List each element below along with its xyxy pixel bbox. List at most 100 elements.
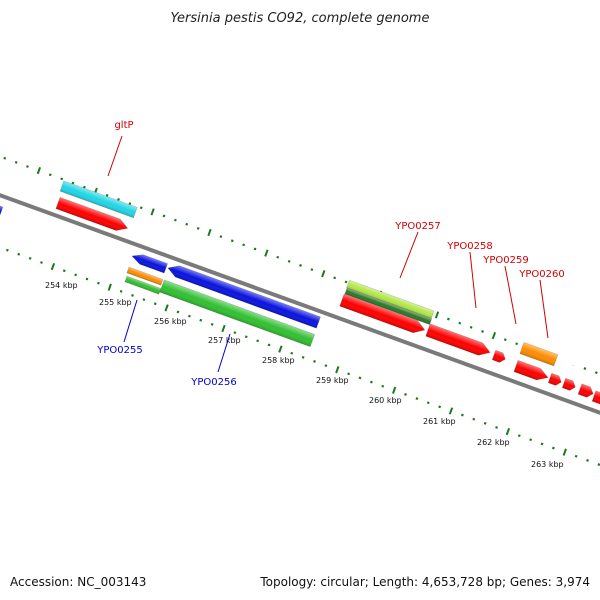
feature-ypo0257-dkgreen[interactable] [344,287,433,325]
inner-tick [256,339,260,343]
tick-label: 260 kbp [369,396,402,405]
inner-tick [392,386,397,394]
outer-tick [26,165,29,168]
callout-line [539,279,549,339]
inner-tick [335,366,340,374]
outer-tick [491,331,497,340]
outer-tick [583,367,587,370]
feature-gltp-cyan[interactable] [59,180,138,219]
outer-tick [434,311,440,319]
inner-tick [460,413,464,417]
feature-ypo0256-green[interactable] [159,279,316,348]
inner-tick [267,343,271,347]
outer-tick [299,264,302,267]
tick-label: 261 kbp [423,417,456,426]
feature-ypo0257-red[interactable] [339,293,427,336]
outer-tick [515,342,519,346]
inner-tick [415,397,419,400]
inner-tick [278,345,283,353]
inner-tick [244,335,248,339]
inner-tick [529,438,533,442]
feature-ypo0260-orange[interactable] [519,341,559,367]
inner-tick [505,427,511,436]
feature-gltp-red[interactable] [55,196,130,234]
outer-tick [344,280,348,284]
callout-line [107,135,123,177]
feature-right2-red[interactable] [591,390,600,406]
inner-tick [438,405,442,409]
callout-line [504,265,517,325]
inner-tick [290,351,294,355]
tick-label: 254 kbp [45,281,78,290]
inner-tick [50,262,56,271]
inner-tick [40,261,43,264]
callout-line [399,231,419,279]
tick-label: 255 kbp [99,298,132,307]
feature-ypo0258-red[interactable] [425,323,492,359]
gene-label-gltp[interactable]: gltP [114,120,133,131]
feature-small1-red[interactable] [547,372,563,386]
outer-tick [503,338,507,342]
tick-label: 256 kbp [154,317,187,326]
inner-tick [551,446,555,450]
outer-tick [105,193,109,197]
feature-left-blue[interactable] [0,202,4,217]
inner-tick [131,294,134,297]
gene-label-ypo0260[interactable]: YPO0260 [518,269,564,280]
genome-summary-text: Topology: circular; Length: 4,653,728 bp… [259,575,590,589]
feature-ypo0255-blue[interactable] [130,251,168,274]
map-title: Yersinia pestis CO92, complete genome [171,11,430,26]
outer-tick [333,276,337,280]
inner-tick [233,331,237,335]
feature-ypo0256-blue[interactable] [166,262,321,329]
features [0,180,600,406]
outer-tick [310,268,314,272]
feature-ypo0255-orange[interactable] [126,266,164,286]
outer-tick [48,173,52,177]
outer-tick [481,330,484,333]
outer-tick [82,185,86,189]
inner-tick [221,324,226,333]
outer-tick [264,249,269,257]
inner-tick [574,454,578,458]
inner-tick [62,269,66,273]
outer-tick [458,321,462,325]
inner-tick [562,448,567,456]
feature-white-gap[interactable] [560,351,579,367]
gene-label-ypo0257[interactable]: YPO0257 [394,221,440,232]
feature-ypo0257-lime[interactable] [346,279,435,319]
gene-label-ypo0258[interactable]: YPO0258 [446,241,492,252]
tick-label: 262 kbp [477,438,510,447]
inner-tick [153,302,157,306]
inner-tick [426,401,430,405]
tick-label: 257 kbp [208,336,241,345]
inner-tick [119,289,123,293]
outer-tick [71,181,75,185]
outer-tick [276,255,280,259]
inner-tick [404,393,407,396]
feature-ypo0255-green[interactable] [124,275,162,295]
inner-tick [597,463,600,466]
tick-label: 263 kbp [531,460,564,469]
outer-tick [446,317,450,321]
genome-backbone [0,193,600,415]
outer-tick [594,371,598,375]
feature-ypo0259-red[interactable] [513,359,550,383]
feature-ypo0258b-red[interactable] [491,349,507,363]
inner-tick [472,417,476,421]
inner-tick [381,384,385,388]
gene-label-ypo0259[interactable]: YPO0259 [482,255,528,266]
gene-label-ypo0256[interactable]: YPO0256 [190,377,236,388]
feature-right1-red[interactable] [577,383,595,399]
inner-tick [517,434,521,438]
inner-tick [85,277,89,281]
outer-tick [207,228,212,237]
outer-tick [321,270,326,278]
label-callouts [107,135,549,373]
inner-tick [28,256,32,260]
gene-label-ypo0255[interactable]: YPO0255 [96,345,142,356]
feature-small2-red[interactable] [561,377,577,391]
outer-tick [139,206,143,210]
outer-tick [3,156,7,160]
